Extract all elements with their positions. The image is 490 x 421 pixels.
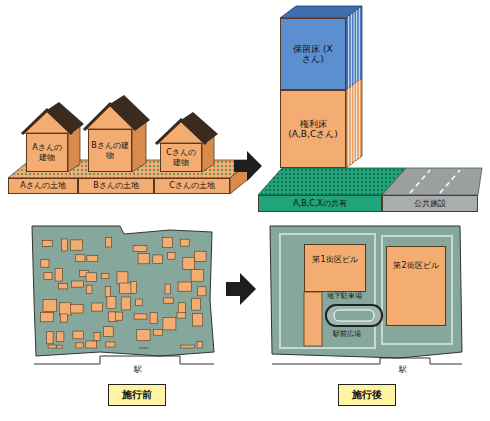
node-text: Bさんの建物 [91,141,129,159]
node-text: Aさんの土地 [20,181,65,190]
public-facility: 公共施設 [382,195,478,212]
plaza-label: 駅前広場 [333,331,361,339]
block-building: 第2街区ビル [386,246,446,326]
house-front: Aさんの建物 [26,133,68,172]
node-text: Bさんの土地 [93,181,139,190]
stage-button: 施行前 [108,384,166,406]
node-text: 第1街区ビル [312,255,357,264]
house-front: Bさんの建物 [88,129,132,172]
block-building: 第1街区ビル [304,244,366,292]
node-text: 第2街区ビル [393,261,438,270]
rights-floor: 権利床 (A,B,Cさん) [280,90,346,168]
land-strip: Cさんの土地 [154,178,230,194]
node-text: 保留床 (Xさん) [291,44,335,65]
stage-button: 施行後 [338,384,396,406]
node-text: A,B,C,Xの共有 [293,199,347,208]
land-strip: Aさんの土地 [8,178,78,194]
node-text: Aさんの建物 [29,143,65,161]
node-text: Cさんの建物 [163,148,199,166]
shared-land: A,B,C,Xの共有 [258,195,382,212]
node-text: 施行前 [122,389,152,401]
station-label: 駅 [134,366,142,375]
parking-label: 地下駐車場 [327,293,362,301]
node-text: 施行後 [352,389,382,401]
station-label: 駅 [399,366,407,375]
reserved-floor: 保留床 (Xさん) [280,18,346,90]
node-text: 公共施設 [414,199,446,208]
land-strip: Bさんの土地 [78,178,154,194]
house-front: Cさんの建物 [160,143,202,172]
node-text: Cさんの土地 [169,181,215,190]
node-text: 権利床 (A,B,Cさん) [287,119,339,140]
